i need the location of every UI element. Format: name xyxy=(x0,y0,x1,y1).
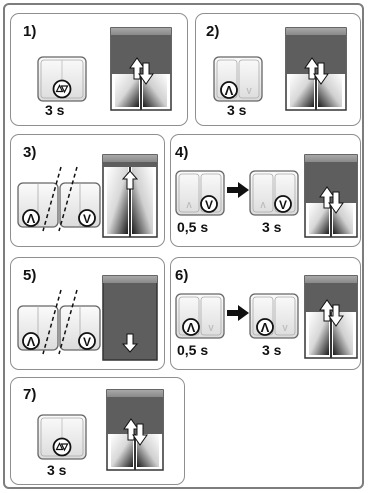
svg-text:Λ: Λ xyxy=(225,83,234,98)
up-key-icon xyxy=(256,318,274,336)
step-2-duration: 3 s xyxy=(227,102,247,118)
blind-window-icon xyxy=(110,27,172,111)
up-key-icon xyxy=(182,318,200,336)
step-4-duration-second: 3 s xyxy=(262,219,282,235)
up-key-icon xyxy=(22,209,40,227)
blind-window-icon xyxy=(304,154,358,238)
step-7-panel: 7) 3 s xyxy=(10,377,185,485)
step-4-number: 4) xyxy=(175,144,189,161)
blind-window-icon xyxy=(102,154,158,238)
down-key-icon xyxy=(78,332,96,350)
svg-text:Λ: Λ xyxy=(260,201,266,210)
step-7-number: 7) xyxy=(23,386,37,403)
double-button-up-icon: Λ V xyxy=(249,293,299,339)
blind-window-icon xyxy=(285,27,347,111)
step-3-number: 3) xyxy=(23,144,37,161)
step-1-panel: 1) 3 s xyxy=(10,13,188,126)
svg-text:Λ: Λ xyxy=(27,334,36,349)
svg-text:Λ: Λ xyxy=(27,211,36,226)
step-5-number: 5) xyxy=(23,267,37,284)
up-key-icon xyxy=(22,332,40,350)
svg-text:Λ: Λ xyxy=(187,320,196,335)
arrow-right-icon xyxy=(227,182,249,198)
down-key-icon xyxy=(78,209,96,227)
blind-closed-icon xyxy=(102,275,158,361)
svg-text:Λ: Λ xyxy=(261,320,270,335)
blind-window-icon xyxy=(304,275,358,359)
double-button-down-icon: Λ V xyxy=(249,170,299,216)
step-6-duration-second: 3 s xyxy=(262,342,282,358)
step-6-panel: 6) Λ V Λ V 0,5 s 3 s xyxy=(170,257,361,370)
step-4-duration-first: 0,5 s xyxy=(177,219,209,235)
double-button-down-icon: Λ V xyxy=(175,170,225,216)
double-button-icon: Λ V xyxy=(213,56,263,102)
step-7-duration: 3 s xyxy=(47,462,67,478)
crossed-double-button-icon: Λ V xyxy=(17,289,101,355)
step-4-panel: 4) Λ V Λ V 0,5 s 3 s xyxy=(170,134,361,247)
svg-text:V: V xyxy=(205,198,213,212)
svg-text:V: V xyxy=(279,198,287,212)
blind-window-icon xyxy=(106,389,164,471)
step-3-panel: 3) Λ V xyxy=(10,134,165,247)
down-key-icon xyxy=(274,195,292,213)
step-1-duration: 3 s xyxy=(45,102,65,118)
instruction-frame xyxy=(3,3,364,489)
crossed-double-button-icon: Λ V xyxy=(17,166,101,232)
arrow-right-icon xyxy=(227,305,249,321)
step-6-number: 6) xyxy=(175,267,189,284)
single-button-icon xyxy=(37,56,87,102)
svg-text:V: V xyxy=(282,324,288,333)
step-1-number: 1) xyxy=(23,23,37,40)
svg-text:V: V xyxy=(83,335,91,349)
svg-text:Λ: Λ xyxy=(186,201,192,210)
down-key-icon xyxy=(200,195,218,213)
step-6-duration-first: 0,5 s xyxy=(177,342,209,358)
svg-text:V: V xyxy=(246,87,252,96)
stop-sensor-icon xyxy=(52,437,72,457)
double-button-up-icon: Λ V xyxy=(175,293,225,339)
svg-text:V: V xyxy=(83,212,91,226)
step-2-number: 2) xyxy=(206,23,220,40)
up-key-icon xyxy=(220,81,238,99)
stop-sensor-icon xyxy=(52,79,72,99)
svg-text:V: V xyxy=(208,324,214,333)
step-2-panel: 2) Λ V 3 s xyxy=(195,13,361,126)
step-5-panel: 5) Λ V xyxy=(10,257,165,370)
single-button-icon xyxy=(37,414,87,460)
